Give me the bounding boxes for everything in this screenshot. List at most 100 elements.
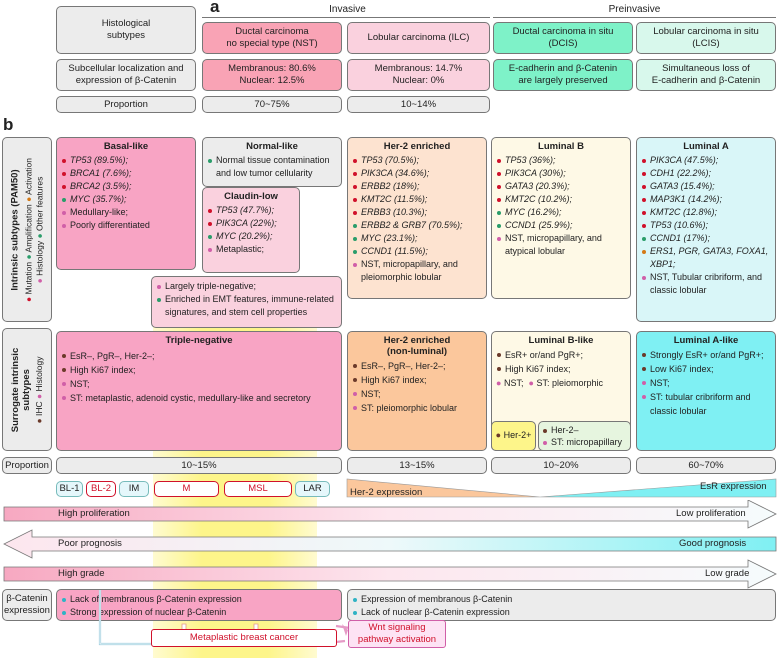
list-item: MYC (35.7%); <box>61 193 191 206</box>
list-item: NST, micropapillary, and atypical lobula… <box>496 232 626 258</box>
list-item: KMT2C (12.8%); <box>641 206 771 219</box>
list-item: Low Ki67 index; <box>641 362 771 376</box>
prognosis-arrow <box>3 529 777 559</box>
legend-amplification: Amplification <box>23 203 34 252</box>
list-item: ST: tubular cribriform and classic lobul… <box>641 390 771 418</box>
list-item: GATA3 (15.4%); <box>641 180 771 193</box>
proportion-luma: 60~70% <box>636 457 776 474</box>
normal-like-box: Normal-like Normal tissue contamination … <box>202 137 342 187</box>
nst-expression: Membranous: 80.6% Nuclear: 12.5% <box>202 59 342 91</box>
grade-arrow <box>3 559 777 589</box>
prognosis-poor-label: Poor prognosis <box>58 538 122 549</box>
basal-like-title: Basal-like <box>103 141 149 152</box>
intrinsic-side-label: Intrinsic subtypes (PAM50) ● Mutation ● … <box>2 137 52 322</box>
list-item: EsR–, PgR–, Her-2–; <box>352 359 482 373</box>
list-item: KMT2C (11.5%); <box>352 193 482 206</box>
list-item: MYC (20.2%); <box>207 230 295 243</box>
tnbc-subtype-msl: MSL <box>224 481 292 497</box>
panel-b-label: b <box>3 115 14 134</box>
legend-mutation: Mutation <box>23 261 34 294</box>
luminal-b-box: Luminal B TP53 (36%); PIK3CA (30%); GATA… <box>491 137 631 299</box>
list-item: BRCA2 (3.5%); <box>61 180 191 193</box>
list-item: MYC (23.1%); <box>352 232 482 245</box>
list-item: PIK3CA (30%); <box>496 167 626 180</box>
list-item: ST: pleiomorphic lobular <box>352 401 482 415</box>
ilc-proportion: 10~14% <box>347 96 490 113</box>
claudin-low-title: Claudin-low <box>224 191 278 202</box>
proportion-tn: 10~15% <box>56 457 342 474</box>
invasive-header: Invasive <box>329 4 366 15</box>
list-item: GATA3 (20.3%); <box>496 180 626 193</box>
tnbc-subtype-bl1: BL-1 <box>56 481 83 497</box>
luminal-b-like-title: Luminal B-like <box>528 335 594 346</box>
list-item: High Ki67 index; <box>352 373 482 387</box>
list-item: NST, micropapillary, and pleiomorphic lo… <box>352 258 482 284</box>
wnt-signaling-box: Wnt signaling pathway activation <box>348 620 446 648</box>
tnbc-subtype-lar: LAR <box>295 481 330 497</box>
luminal-a-title: Luminal A <box>683 141 729 152</box>
grade-low-label: Low grade <box>705 568 750 579</box>
proportion-row-label: Proportion <box>56 96 196 113</box>
intrinsic-side-title: Intrinsic subtypes (PAM50) <box>9 168 21 291</box>
gradient-arrows <box>3 500 777 589</box>
list-item: High Ki67 index; <box>61 363 337 377</box>
proliferation-low-label: Low proliferation <box>676 508 746 519</box>
lcis-title: Lobular carcinoma in situ (LCIS) <box>636 22 776 54</box>
luminal-a-box: Luminal A PIK3CA (47.5%); CDH1 (22.2%); … <box>636 137 776 322</box>
list-item: EsR–, PgR–, Her-2–; <box>61 349 337 363</box>
proportion-her2: 13~15% <box>347 457 487 474</box>
lcis-expression: Simultaneous loss of E-cadherin and β-Ca… <box>636 59 776 91</box>
her2-expression-label: Her-2 expression <box>350 487 423 498</box>
expression-wedges <box>346 478 777 498</box>
legend-histology: Histology <box>34 240 45 276</box>
list-item: MAP3K1 (14.2%); <box>641 193 771 206</box>
her2-enriched-title: Her-2 enriched <box>383 141 451 152</box>
list-item: Her-2– <box>542 424 627 436</box>
list-item: CCND1 (25.9%); <box>496 219 626 232</box>
her2-non-luminal-title: Her-2 enriched (non-luminal) <box>383 335 451 357</box>
list-item: ST: metaplastic, adenoid cystic, medulla… <box>61 391 337 405</box>
normal-like-title: Normal-like <box>246 141 298 152</box>
her2-positive-box: ● Her-2+ <box>491 421 536 451</box>
list-item: NST; <box>641 376 771 390</box>
list-item: ERBB3 (10.3%); <box>352 206 482 219</box>
her2-non-luminal-box: Her-2 enriched (non-luminal) EsR–, PgR–,… <box>347 331 487 451</box>
list-item: NST, Tubular cribriform, and classic lob… <box>641 271 771 297</box>
list-item: PIK3CA (22%); <box>207 217 295 230</box>
her2-positive-label: Her-2+ <box>503 430 532 441</box>
esr-expression-label: EsR expression <box>700 481 767 492</box>
list-item: Enriched in EMT features, immune-related… <box>156 293 337 319</box>
proportion-label-b: Proportion <box>2 457 52 474</box>
proliferation-high-label: High proliferation <box>58 508 130 519</box>
nst-proportion: 70~75% <box>202 96 342 113</box>
list-item: TP53 (89.5%); <box>61 154 191 167</box>
surrogate-side-title: Surrogate intrinsic subtypes <box>10 347 32 432</box>
list-item: Poorly differentiated <box>61 219 191 232</box>
list-item: BRCA1 (7.6%); <box>61 167 191 180</box>
list-item: TP53 (10.6%); <box>641 219 771 232</box>
histology-row-label: Histological subtypes <box>56 6 196 54</box>
her2-negative-box: Her-2– ST: micropapillary <box>538 421 631 451</box>
list-item: Strongly EsR+ or/and PgR+; <box>641 348 771 362</box>
list-item: CCND1 (11.5%); <box>352 245 482 258</box>
dcis-expression: E-cadherin and β-Catenin are largely pre… <box>493 59 633 91</box>
list-item: Lack of membranous β-Catenin expression <box>61 593 337 606</box>
list-item: CCND1 (17%); <box>641 232 771 245</box>
list-item: TP53 (36%); <box>496 154 626 167</box>
legend-other-features: Other features <box>34 176 45 231</box>
proliferation-arrow <box>3 500 777 529</box>
list-item: TP53 (47.7%); <box>207 204 295 217</box>
ilc-title: Lobular carcinoma (ILC) <box>347 22 490 54</box>
grade-high-label: High grade <box>58 568 105 579</box>
invasive-header-line <box>202 17 490 18</box>
list-item: KMT2C (10.2%); <box>496 193 626 206</box>
luminal-b-like-st: ST: pleiomorphic <box>536 378 603 388</box>
list-item: TP53 (70.5%); <box>352 154 482 167</box>
list-item: PIK3CA (34.6%); <box>352 167 482 180</box>
legend-ihc: IHC <box>34 400 44 416</box>
beta-catenin-other-box: Expression of membranous β-Catenin Lack … <box>347 589 776 621</box>
tnbc-subtype-bl2: BL-2 <box>86 481 116 497</box>
list-item: EsR+ or/and PgR+; <box>496 348 626 362</box>
luminal-a-like-title: Luminal A-like <box>673 335 739 346</box>
list-item: NST; <box>61 377 337 391</box>
